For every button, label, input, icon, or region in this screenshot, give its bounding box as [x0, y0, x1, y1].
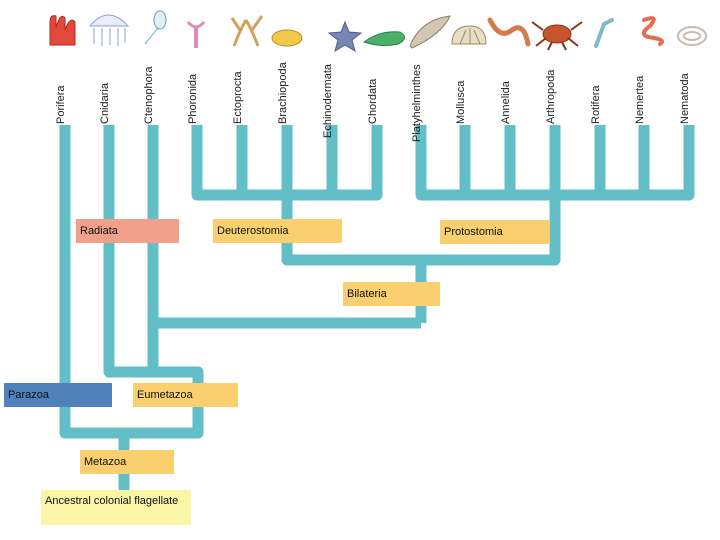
lancelet-icon — [362, 31, 405, 47]
ribbon-worm-icon — [642, 16, 664, 46]
phylum-label-ctenophora: Ctenophora — [143, 66, 155, 125]
earthworm-icon — [487, 17, 531, 47]
roundworm-icon — [677, 26, 707, 46]
sponge-icon — [49, 15, 76, 46]
phylum-label-brachiopoda: Brachiopoda — [277, 62, 289, 124]
branch-deuterostomia — [191, 125, 383, 228]
phylum-label-phoronida: Phoronida — [187, 73, 199, 124]
phylum-label-cnidaria: Cnidaria — [99, 83, 111, 124]
clade-label-ancestor: Ancestral colonial flagellate — [41, 490, 191, 525]
phoronid-icon — [186, 21, 206, 48]
clade-label-bilateria: Bilateria — [343, 282, 440, 306]
phylum-label-platyhelminthes: Platyhelminthes — [411, 64, 423, 142]
phylum-label-echinodermata: Echinodermata — [322, 64, 334, 138]
jellyfish-icon — [88, 14, 130, 46]
phylum-label-mollusca: Mollusca — [455, 80, 467, 124]
clade-label-protostomia: Protostomia — [440, 220, 550, 244]
clade-label-parazoa: Parazoa — [4, 383, 112, 407]
comb-jelly-icon — [144, 10, 167, 45]
rotifer-icon — [594, 18, 614, 48]
crab-icon — [531, 21, 583, 51]
clade-label-radiata: Radiata — [76, 219, 179, 243]
clade-label-metazoa: Metazoa — [80, 450, 174, 474]
phylum-label-nematoda: Nematoda — [679, 73, 691, 124]
phylum-label-arthropoda: Arthropoda — [545, 69, 557, 124]
branch-metazoa — [59, 125, 204, 439]
branch-radiata — [103, 125, 159, 212]
flatworm-icon — [409, 15, 451, 49]
clam-icon — [451, 25, 487, 45]
brachiopod-icon — [271, 29, 303, 47]
phylum-label-nemertea: Nemertea — [634, 75, 646, 124]
bryozoan-icon — [230, 15, 264, 47]
phylum-label-chordata: Chordata — [367, 78, 379, 124]
branch-protostomia — [415, 125, 695, 228]
clade-label-eumetazoa: Eumetazoa — [133, 383, 238, 407]
phylum-label-ectoprocta: Ectoprocta — [232, 71, 244, 124]
phylum-label-porifera: Porifera — [55, 85, 67, 124]
phylum-label-annelida: Annelida — [500, 81, 512, 124]
sea-star-icon — [327, 20, 363, 53]
phylum-label-rotifera: Rotifera — [590, 85, 602, 124]
clade-label-deuterostomia: Deuterostomia — [213, 219, 342, 243]
